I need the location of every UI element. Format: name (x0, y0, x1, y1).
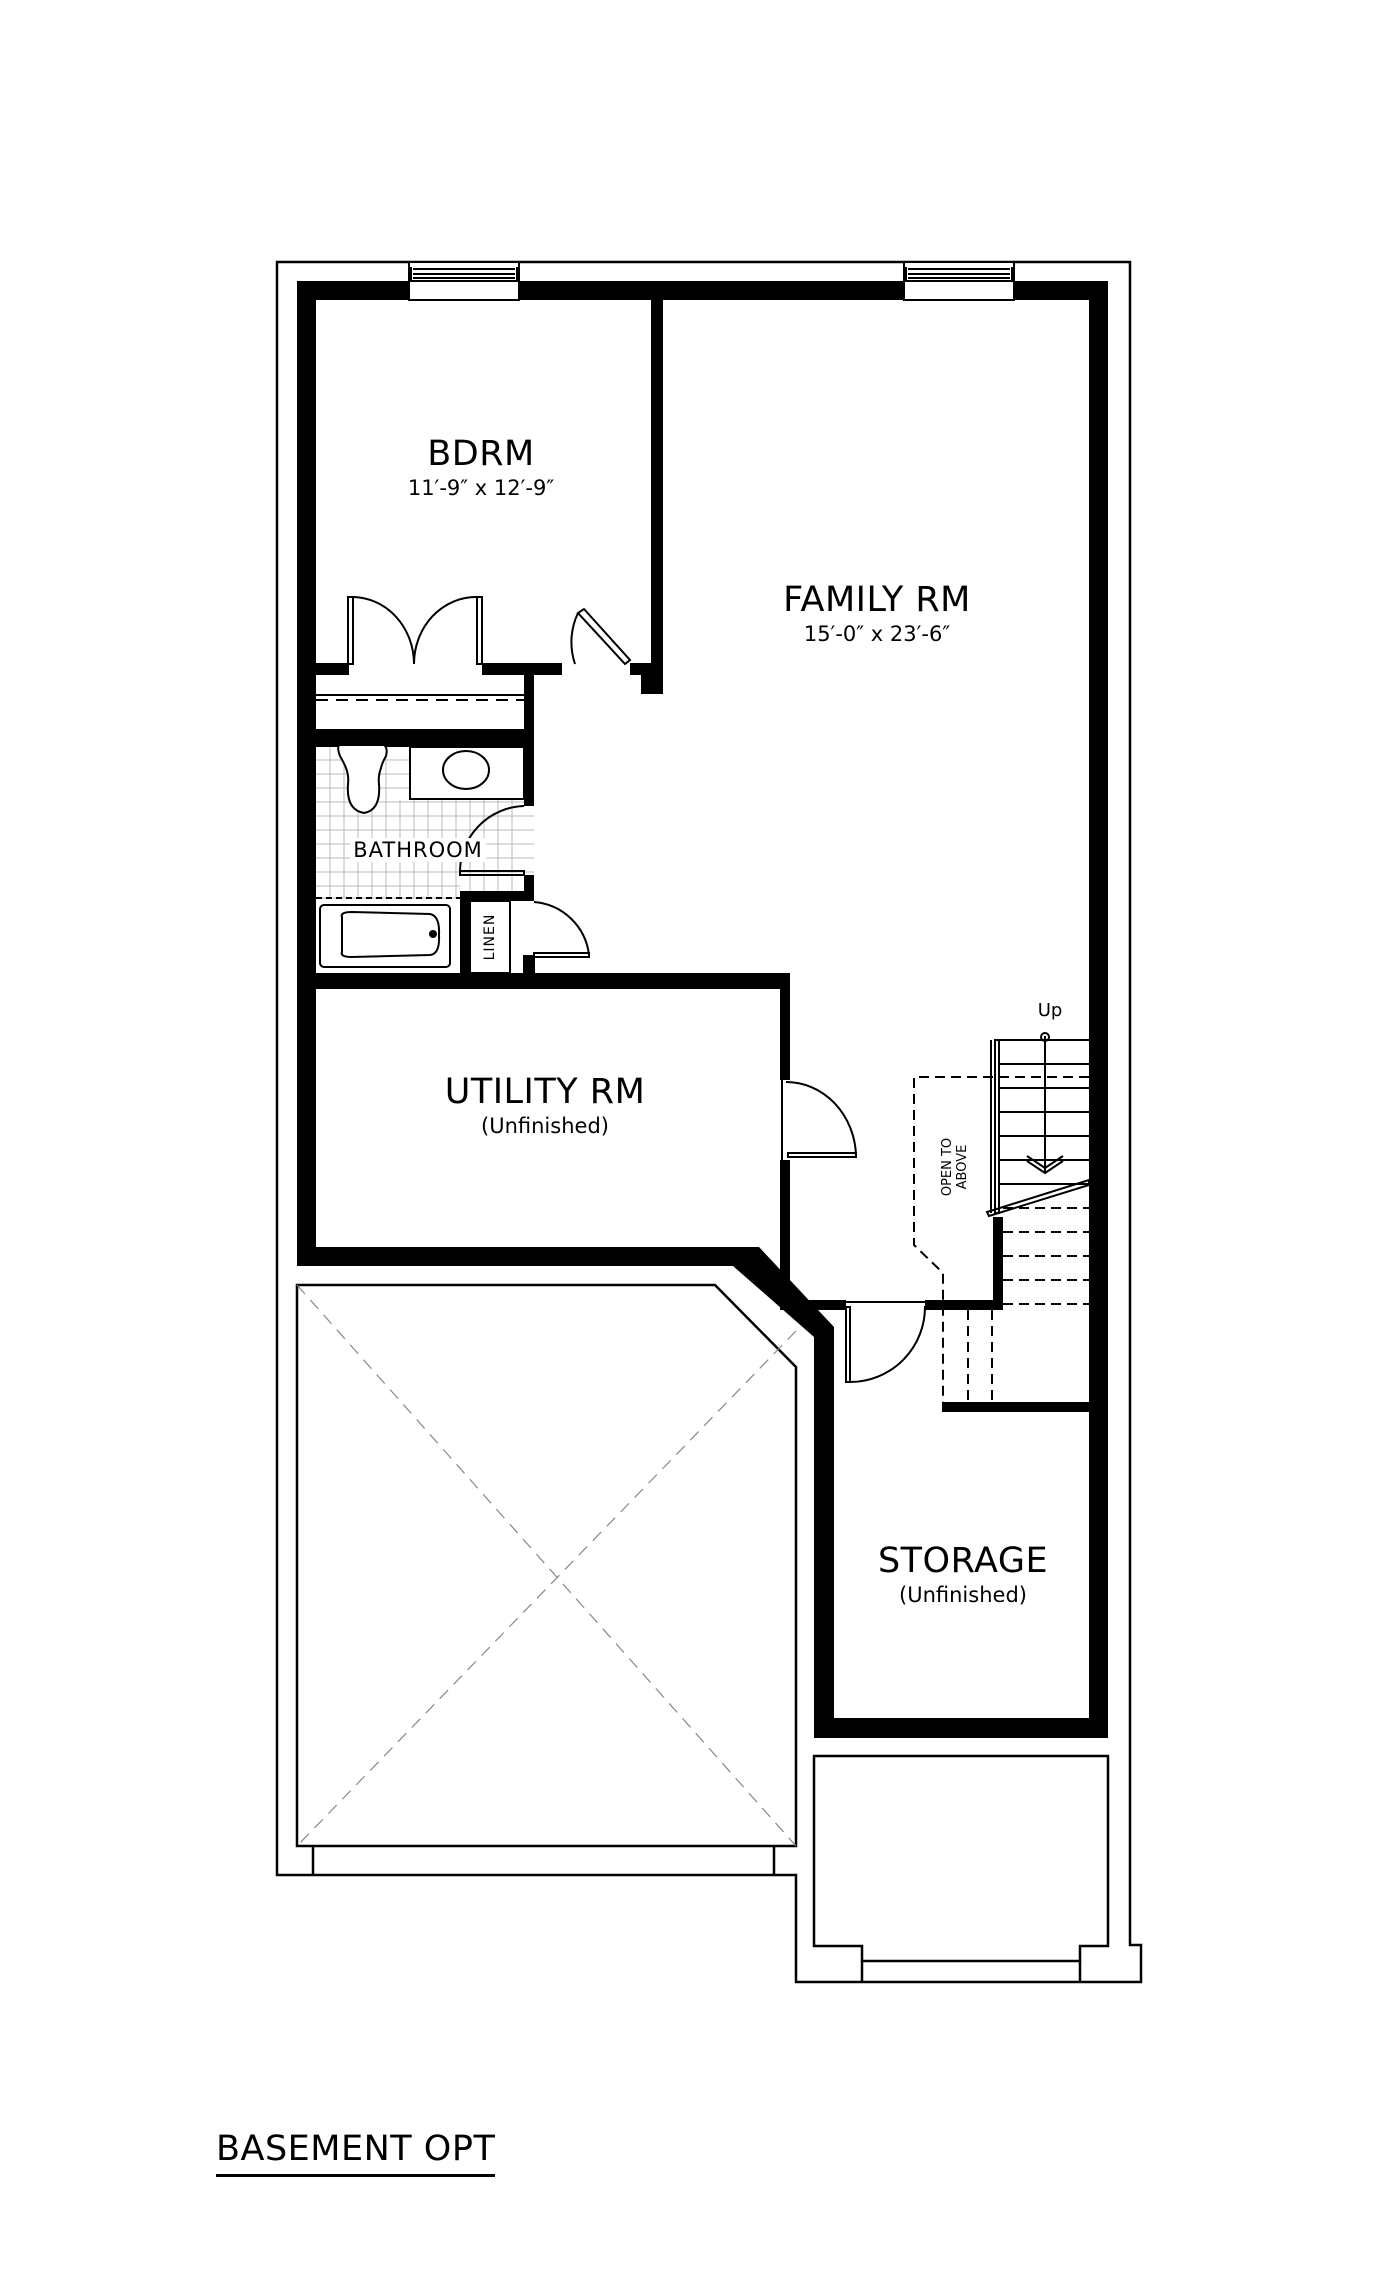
linen-closet (469, 900, 511, 974)
bdrm-label: BDRM 11′-9″ x 12′-9″ (408, 437, 554, 499)
bathroom-label: BATHROOM (350, 838, 486, 862)
utility-rm-label: UTILITY RM (Unfinished) (445, 1075, 646, 1137)
garage-diagonal-lines (296, 1284, 797, 1847)
bathtub (319, 904, 451, 968)
stairs-up-label: Up (1037, 1000, 1063, 1021)
toilet (337, 744, 388, 815)
storage-door[interactable] (845, 1301, 927, 1383)
family-rm-name: FAMILY RM (783, 580, 971, 620)
linen-door[interactable] (523, 901, 590, 974)
bdrm-name: BDRM (427, 434, 535, 474)
closet-double-door[interactable] (347, 595, 483, 665)
storage-label: STORAGE (Unfinished) (878, 1544, 1048, 1606)
bdrm-dimensions: 11′-9″ x 12′-9″ (407, 476, 555, 500)
front-porch (812, 1754, 1110, 1982)
bedroom-door[interactable] (570, 607, 632, 666)
outer-outline (275, 260, 1143, 1984)
garage (295, 1283, 798, 1875)
utility-rm-name: UTILITY RM (444, 1072, 646, 1112)
family-rm-label: FAMILY RM 15′-0″ x 23′-6″ (783, 583, 971, 645)
open-to-above-outline (913, 1076, 1089, 1402)
stairs-lower-dashed (967, 1207, 1089, 1402)
open-to-above-label: OPEN TO ABOVE (940, 1137, 971, 1197)
staircase (985, 1032, 1090, 1218)
storage-note: (Unfinished) (899, 1583, 1027, 1607)
closet-shelf (316, 694, 524, 701)
open-to-above-line1: OPEN TO (940, 1137, 956, 1197)
window-family (903, 261, 1015, 301)
utility-rm-note: (Unfinished) (481, 1114, 609, 1138)
window-bedroom (408, 261, 520, 301)
interior-walls (316, 300, 1089, 1412)
open-to-above-line2: ABOVE (955, 1144, 970, 1190)
family-rm-dimensions: 15′-0″ x 23′-6″ (803, 622, 951, 646)
storage-name: STORAGE (877, 1541, 1049, 1581)
vanity-sink (409, 746, 525, 800)
plan-title: BASEMENT OPT (216, 2132, 496, 2177)
linen-label: LINEN (482, 913, 498, 961)
utility-door[interactable] (781, 1080, 857, 1160)
